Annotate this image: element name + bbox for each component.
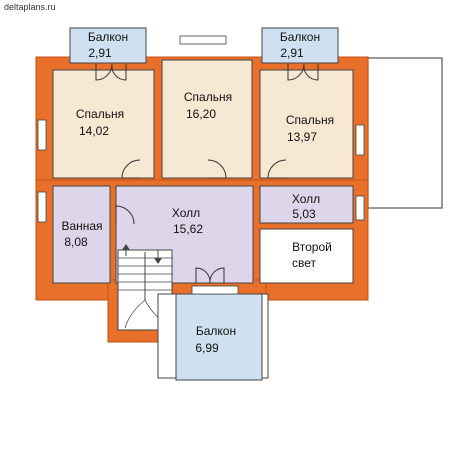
second-light [259,228,354,284]
doors [95,63,319,284]
balcony-top-left-area: 2,91 [88,46,112,60]
second-light-line2: свет [292,256,317,270]
bedroom-right-name: Спальня [286,113,334,127]
bedroom-center-name: Спальня [184,90,232,104]
balcony-bottom-railing-left [157,293,177,379]
bedroom-center-area: 16,20 [186,107,216,121]
bathroom-name: Ванная [61,219,102,233]
bathroom [52,185,111,284]
roof-outline [367,57,443,209]
hall-small [259,185,354,224]
balcony-top-right-area: 2,91 [280,46,304,60]
balcony-bottom-railing-right [261,293,269,379]
balcony-bottom-name: Балкон [196,324,236,338]
hall-main-name: Холл [172,206,200,220]
bedroom-center [161,59,253,179]
balcony-top-left [69,27,147,64]
second-light-line1: Второй [292,240,332,254]
balcony-top-right [261,27,339,64]
hall-main-area: 15,62 [173,222,203,236]
bedroom-right [259,69,354,179]
hall-small-name: Холл [292,192,320,206]
balcony-top-left-name: Балкон [88,30,128,44]
bathroom-area: 8,08 [64,235,88,249]
site-label: deltaplans.ru [4,2,56,12]
bedroom-right-area: 13,97 [287,130,317,144]
balcony-bottom-area: 6,99 [195,341,219,355]
bedroom-left-name: Спальня [76,107,124,121]
hall-small-area: 5,03 [292,207,316,221]
balcony-top-right-name: Балкон [280,30,320,44]
bedroom-left-area: 14,02 [79,124,109,138]
windows [37,35,365,295]
